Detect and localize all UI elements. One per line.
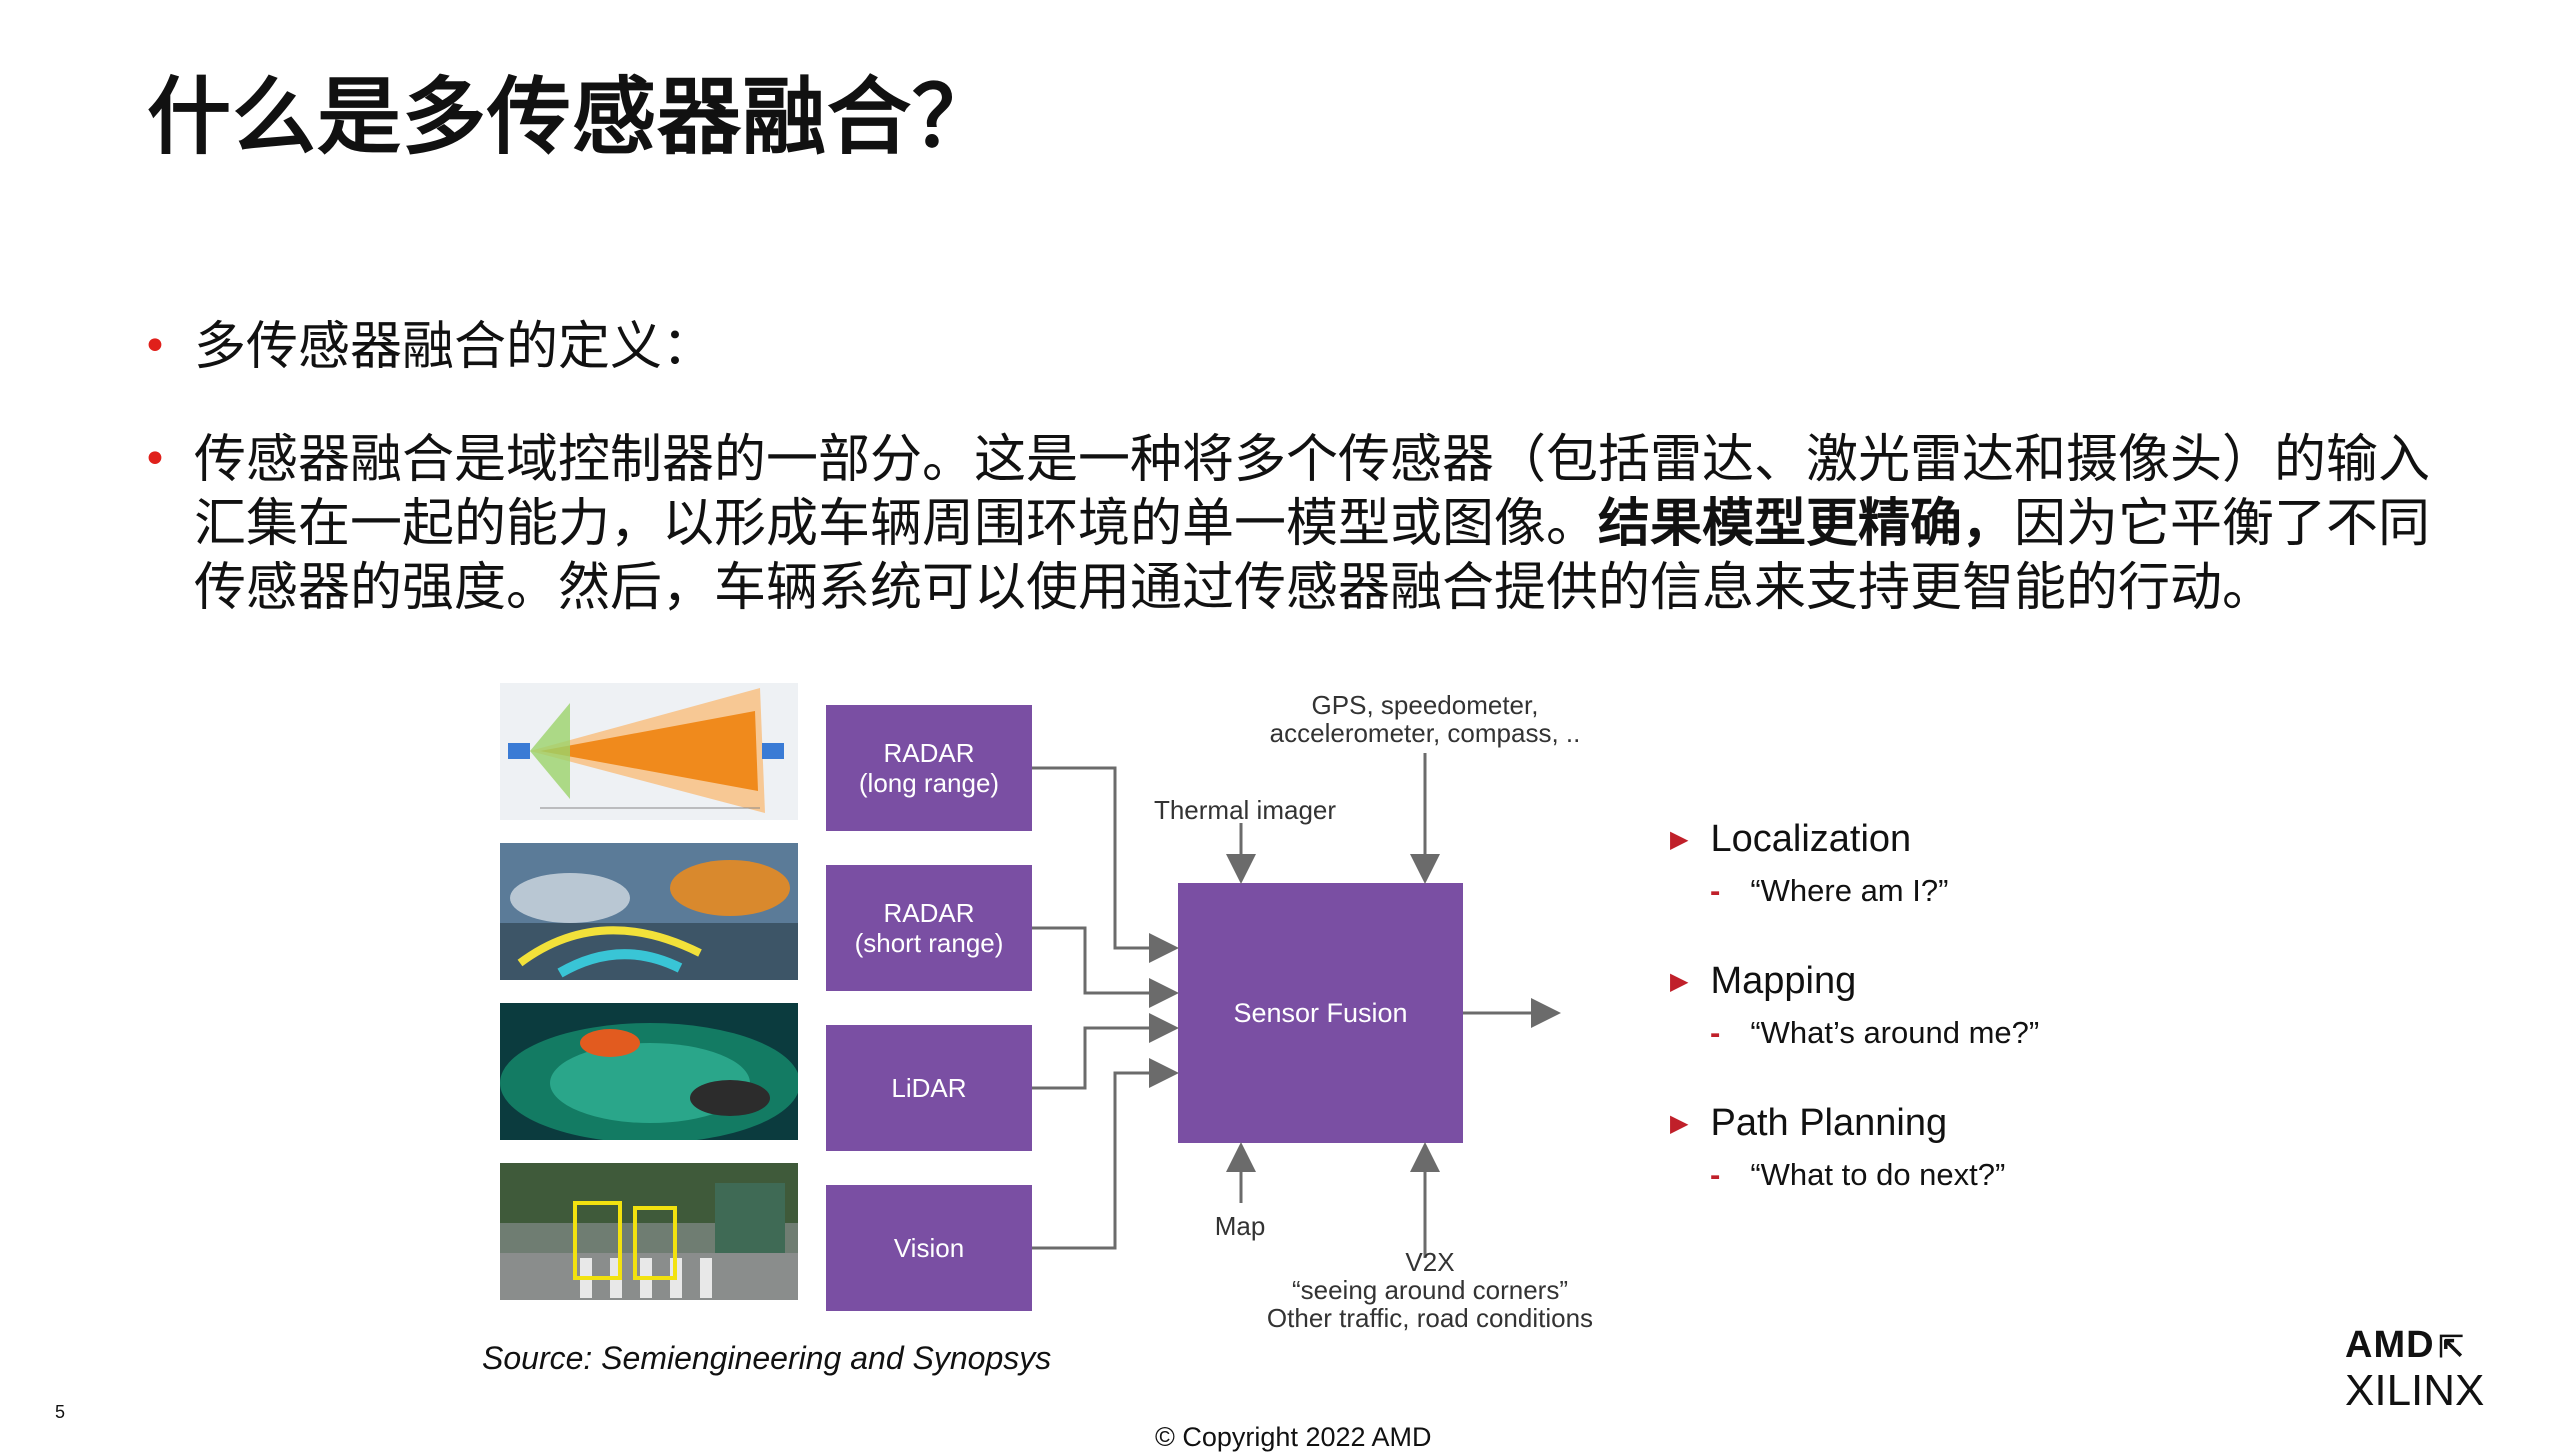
bullet-description: • 传感器融合是域控制器的一部分。这是一种将多个传感器（包括雷达、激光雷达和摄像… [142,428,2442,688]
list-item-localization: ▶ Localization [1670,818,1911,861]
sensor-label: LiDAR [891,1073,967,1103]
list-item-mapping: ▶ Mapping [1670,960,1856,1003]
list-subitem-text: “What to do next?” [1750,1157,2006,1192]
sensor-sublabel: (long range) [858,768,1000,798]
triangle-right-icon: ▶ [1670,968,1689,995]
bullet-text: 多传感器融合的定义： [194,317,715,377]
lidar-image [500,1003,798,1140]
sensor-box-lidar: LiDAR [826,1025,1032,1151]
sensor-fusion-box: Sensor Fusion [1178,883,1463,1143]
amd-xilinx-logo: AMD⇱ XILINX [2345,1325,2484,1414]
logo-amd-text: AMD [2345,1324,2435,1366]
list-subitem: -“Where am I?” [1710,873,1948,909]
dash-icon: - [1710,1157,1721,1192]
map-label: Map [1214,1211,1266,1241]
sensor-label: RADAR [883,738,975,768]
copyright-footer: © Copyright 2022 AMD [1155,1422,1432,1452]
bullet-dot: • [142,321,168,372]
sensor-label: Vision [893,1233,965,1263]
vision-image [500,1163,798,1300]
list-subitem: -“What’s around me?” [1710,1015,2039,1051]
bullet-dot: • [142,434,168,485]
page-number: 5 [55,1402,66,1422]
description-bold: 结果模型更精确， [1598,494,2015,554]
dash-icon: - [1710,1015,1721,1050]
thermal-imager-label: Thermal imager [1153,795,1337,825]
list-item-label: Path Planning [1710,1102,1948,1144]
v2x-label: V2X “seeing around corners” Other traffi… [1265,1248,1595,1332]
v2x-line3: Other traffic, road conditions [1266,1303,1594,1333]
dash-icon: - [1710,873,1721,908]
sensor-box-vision: Vision [826,1185,1032,1311]
sensor-sublabel: (short range) [854,928,1004,958]
connector-arrows [1032,753,1561,1258]
amd-arrow-icon: ⇱ [2438,1331,2465,1364]
gps-label: GPS, speedometer, accelerometer, compass… [1255,691,1595,747]
list-subitem-text: “What’s around me?” [1750,1015,2040,1050]
list-item-label: Localization [1710,818,1912,860]
gps-line2: accelerometer, compass, .. [1269,718,1581,748]
triangle-right-icon: ▶ [1670,826,1689,853]
source-caption: Source: Semiengineering and Synopsys [482,1340,1052,1376]
sensor-box-radar-long: RADAR (long range) [826,705,1032,831]
sensor-box-radar-short: RADAR (short range) [826,865,1032,991]
radar-short-range-image [500,843,798,980]
v2x-line2: “seeing around corners” [1291,1275,1569,1305]
bullet-text: 传感器融合是域控制器的一部分。这是一种将多个传感器（包括雷达、激光雷达和摄像头）… [194,428,2444,620]
description-part1: 传感器融合是域控制器的一部分。这是一种将多个传感器（包括雷达、激光雷达和摄像头）… [194,430,2431,554]
list-subitem: -“What to do next?” [1710,1157,2005,1193]
description-part2: 因为它平衡了不同传感器的强度。然后，车辆系统可以使用通过传感器融合提供的信息来支… [194,494,2431,618]
sensor-label: RADAR [883,898,975,928]
triangle-right-icon: ▶ [1670,1110,1689,1137]
bullet-definition: • 多传感器融合的定义： [142,315,2442,385]
v2x-line1: V2X [1405,1247,1455,1277]
sensor-fusion-label: Sensor Fusion [1233,998,1408,1028]
logo-amd: AMD⇱ [2345,1325,2484,1368]
radar-long-range-image [500,683,798,820]
gps-line1: GPS, speedometer, [1311,690,1539,720]
slide-title: 什么是多传感器融合？ [147,68,998,166]
list-item-label: Mapping [1710,960,1857,1002]
logo-xilinx: XILINX [2345,1366,2485,1415]
list-subitem-text: “Where am I?” [1750,873,1949,908]
list-item-path-planning: ▶ Path Planning [1670,1102,1947,1145]
